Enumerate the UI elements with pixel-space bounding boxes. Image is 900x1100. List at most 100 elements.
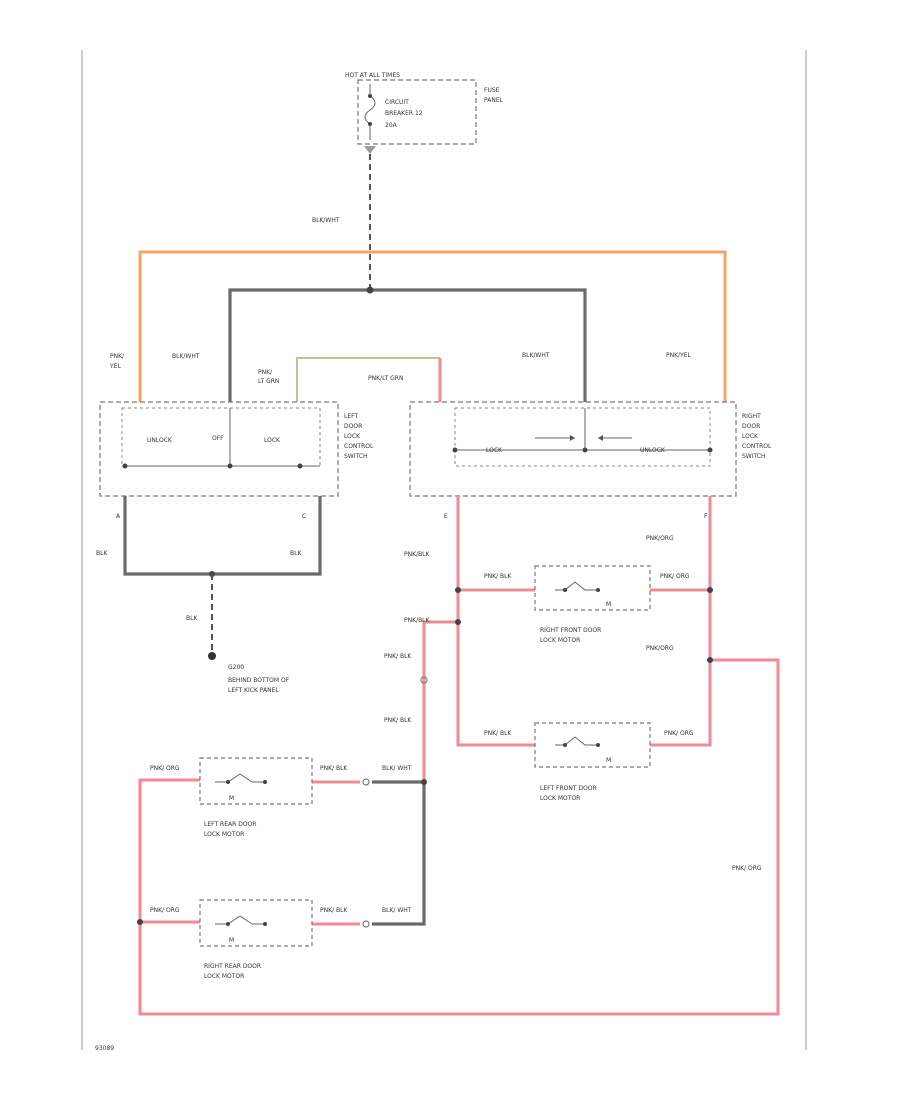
wire-label-pnk-blk-d: PNK/ BLK bbox=[384, 717, 412, 724]
splice-pnk-org-2 bbox=[707, 657, 713, 663]
rf-motor-m: M bbox=[606, 601, 611, 608]
left-switch-pin-c: C bbox=[302, 513, 306, 520]
circuit-breaker-symbol bbox=[364, 84, 376, 140]
rr-motor-right-wire: PNK/ BLK bbox=[320, 907, 348, 914]
ground-id-label: G200 bbox=[228, 664, 244, 671]
left-switch-lock-label: LOCK bbox=[264, 437, 281, 444]
fuse-panel-label-2: PANEL bbox=[484, 97, 504, 104]
rr-motor-left-wire: PNK/ ORG bbox=[150, 907, 180, 914]
pnk-org-wire-from-right-switch bbox=[650, 496, 712, 747]
blk-wht-rear-motor-wire bbox=[372, 780, 426, 926]
diagram-code: 93089 bbox=[95, 1045, 114, 1052]
splice-pnk-org-1 bbox=[707, 587, 713, 593]
lf-motor-name-2: LOCK MOTOR bbox=[540, 795, 580, 802]
right-switch-name-line-5: SWITCH bbox=[742, 453, 766, 460]
hot-at-all-times-label: HOT AT ALL TIMES bbox=[345, 72, 400, 79]
rf-motor-name-2: LOCK MOTOR bbox=[540, 637, 580, 644]
blk-wht-bus-wire bbox=[228, 288, 587, 402]
lf-motor-switch-symbol bbox=[555, 736, 600, 747]
pnk-blk-wire-to-rear-motors bbox=[422, 620, 458, 782]
splice-rear-1 bbox=[421, 779, 427, 785]
lr-motor-m: M bbox=[229, 795, 234, 802]
rf-motor-switch-symbol bbox=[555, 581, 600, 592]
wire-label-pnk-org-c: PNK/ ORG bbox=[732, 865, 762, 872]
right-switch-unlock-label: UNLOCK bbox=[640, 447, 666, 454]
rr-motor-switch-symbol bbox=[215, 915, 267, 926]
left-switch-unlock-label: UNLOCK bbox=[147, 437, 173, 444]
left-switch-off-label: OFF bbox=[212, 435, 224, 442]
left-switch-ground-wire bbox=[123, 496, 322, 576]
ground-desc-line-1: BEHIND BOTTOM OF bbox=[228, 677, 290, 684]
wire-label-pnk-blk-c: PNK/ BLK bbox=[384, 653, 412, 660]
right-cross-wire-label: PNK/LT GRN bbox=[368, 375, 403, 382]
left-switch-internals bbox=[121, 407, 321, 469]
right-switch-name-line-3: LOCK bbox=[742, 433, 759, 440]
wire-label-pnk-org-b: PNK/ORG bbox=[646, 645, 674, 652]
lf-motor-left-wire: PNK/ BLK bbox=[484, 730, 512, 737]
lr-connector-symbol bbox=[362, 778, 370, 786]
rr-motor-m: M bbox=[229, 937, 234, 944]
left-switch-name-line-5: SWITCH bbox=[344, 453, 368, 460]
circuit-breaker-number: BREAKER 12 bbox=[385, 110, 423, 117]
pnk-blk-wire-from-right-switch bbox=[456, 496, 535, 747]
splice-rear-2 bbox=[137, 919, 143, 925]
lr-motor-left-wire: PNK/ ORG bbox=[150, 765, 180, 772]
lf-motor-right-wire: PNK/ ORG bbox=[664, 730, 694, 737]
left-switch-name-line-2: DOOR bbox=[344, 423, 362, 430]
feed-splice-dot bbox=[366, 286, 374, 294]
rr-motor-name-2: LOCK MOTOR bbox=[204, 973, 244, 980]
fuse-panel-label: FUSE bbox=[484, 87, 500, 94]
rf-motor-left-wire: PNK/ BLK bbox=[484, 573, 512, 580]
right-front-door-lock-motor bbox=[534, 565, 651, 611]
right-switch-name-line-1: RIGHT bbox=[742, 413, 761, 420]
right-switch-pin-f: F bbox=[704, 513, 708, 520]
fuse-panel-box bbox=[357, 79, 477, 145]
inline-connector-symbol bbox=[420, 676, 428, 684]
right-feed-wire-label: BLK/WHT bbox=[522, 352, 550, 359]
lr-motor-name-2: LOCK MOTOR bbox=[204, 831, 244, 838]
ground-desc-line-2: LEFT KICK PANEL bbox=[228, 687, 279, 694]
lr-motor-name-1: LEFT REAR DOOR bbox=[204, 821, 256, 828]
left-ground-wire-label-right: BLK bbox=[290, 550, 302, 557]
splice-pnk-blk-2 bbox=[455, 619, 461, 625]
wire-label-pnk-org-a: PNK/ORG bbox=[646, 535, 674, 542]
left-switch-name-line-1: LEFT bbox=[344, 413, 358, 420]
left-ground-wire-label-left: BLK bbox=[96, 550, 108, 557]
ground-drop-wire-label: BLK bbox=[186, 615, 198, 622]
rf-motor-right-wire: PNK/ ORG bbox=[660, 573, 690, 580]
circuit-breaker-rating: 20A bbox=[385, 122, 398, 129]
lr-motor-right-wire: PNK/ BLK bbox=[320, 765, 348, 772]
pnk-lt-grn-cross-wire bbox=[296, 357, 440, 402]
left-switch-name-line-3: LOCK bbox=[344, 433, 361, 440]
rr-motor-far-wire: BLK/ WHT bbox=[382, 907, 412, 914]
right-switch-internals bbox=[452, 407, 713, 467]
rr-connector-symbol bbox=[362, 920, 370, 928]
right-switch-pin-e: E bbox=[444, 513, 448, 520]
right-switch-lock-label: LOCK bbox=[486, 447, 503, 454]
right-rear-door-lock-motor bbox=[199, 899, 313, 947]
right-door-lock-control-switch bbox=[409, 401, 737, 497]
circuit-breaker-label: CIRCUIT bbox=[385, 99, 409, 106]
pnk-yel-loop-wire bbox=[138, 250, 727, 402]
feed-wire-label: BLK/WHT bbox=[312, 217, 340, 224]
left-switch-pin-a: A bbox=[116, 513, 121, 520]
left-feed-wire-label: BLK/WHT bbox=[172, 353, 200, 360]
left-mid-wire-label-1: PNK/ bbox=[258, 369, 273, 376]
splice-pnk-blk-1 bbox=[455, 587, 461, 593]
left-rear-door-lock-motor bbox=[199, 757, 313, 805]
left-door-lock-control-switch bbox=[99, 401, 339, 497]
left-outer-wire-label-2: YEL bbox=[109, 363, 121, 370]
breaker-output-symbol bbox=[364, 146, 376, 154]
left-switch-name-line-4: CONTROL bbox=[344, 443, 374, 450]
rr-motor-name-1: RIGHT REAR DOOR bbox=[204, 963, 261, 970]
lr-motor-far-wire: BLK/ WHT bbox=[382, 765, 412, 772]
rf-motor-name-1: RIGHT FRONT DOOR bbox=[540, 627, 601, 634]
lf-motor-m: M bbox=[606, 757, 611, 764]
lr-motor-switch-symbol bbox=[215, 773, 267, 784]
ground-point-symbol bbox=[208, 652, 216, 660]
right-switch-name-line-2: DOOR bbox=[742, 423, 760, 430]
right-switch-name-line-4: CONTROL bbox=[742, 443, 772, 450]
lf-motor-name-1: LEFT FRONT DOOR bbox=[540, 785, 597, 792]
right-outer-wire-label: PNK/YEL bbox=[666, 352, 692, 359]
